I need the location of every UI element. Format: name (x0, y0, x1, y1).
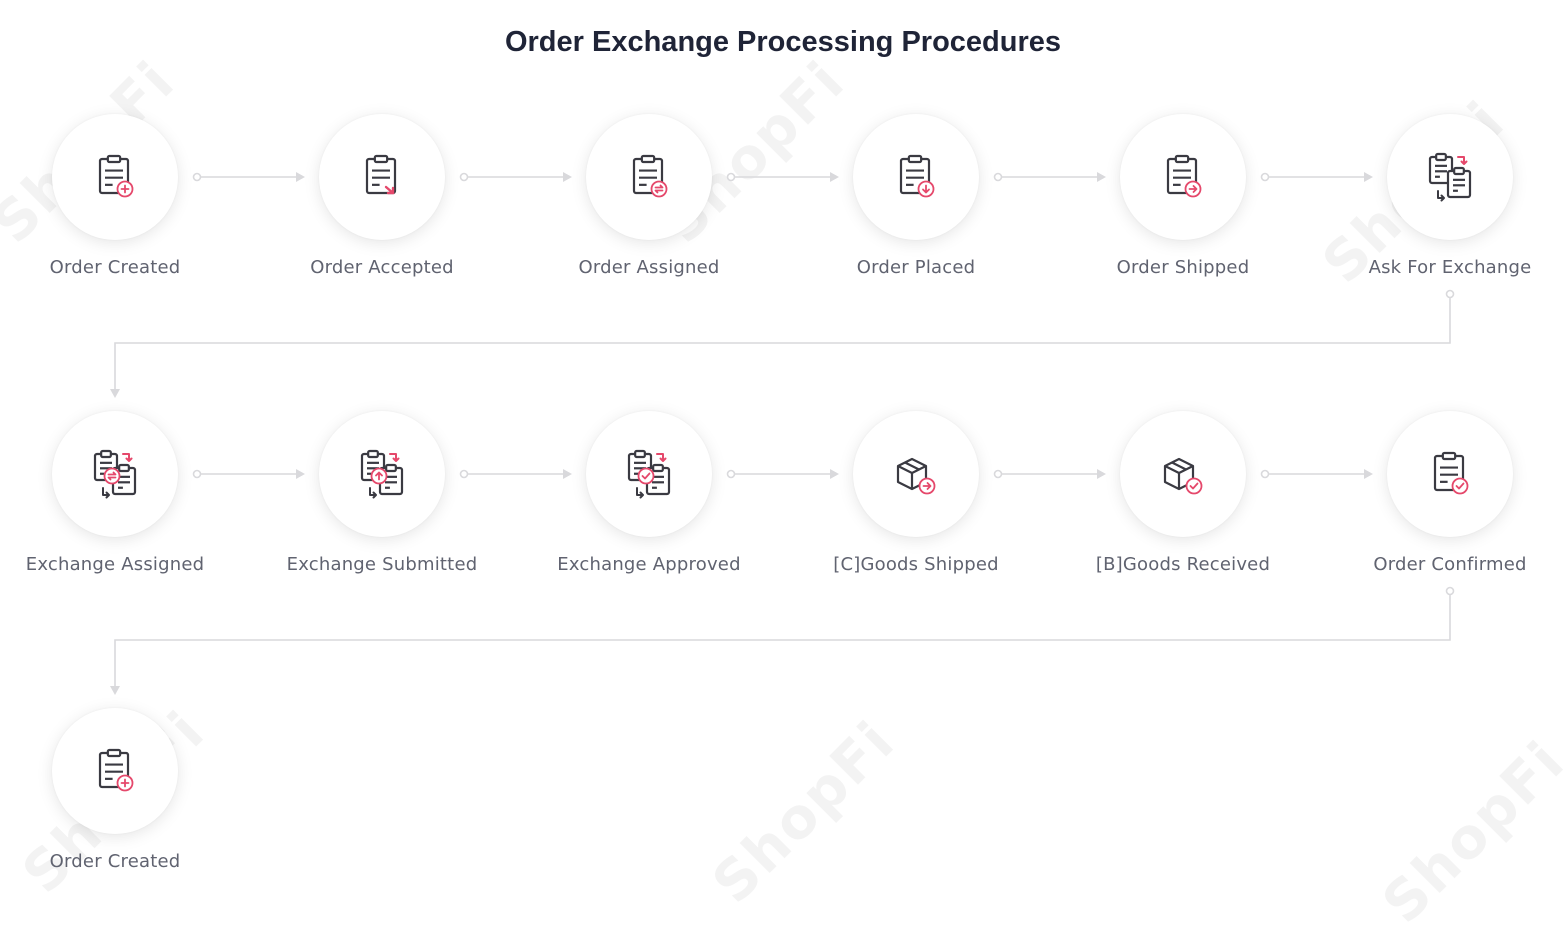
step-icon-circle (1120, 114, 1246, 240)
step-icon-circle (586, 114, 712, 240)
step-icon-circle (319, 114, 445, 240)
arrow-head (830, 469, 839, 479)
connector-start-dot (1260, 469, 1270, 479)
connector-start-dot (726, 172, 736, 182)
step-label: Order Created (49, 257, 181, 278)
page-title: Order Exchange Processing Procedures (504, 26, 1062, 58)
step-label: Exchange Approved (557, 554, 741, 575)
exchange-check-icon (621, 446, 677, 502)
clipboard-check-icon (1422, 446, 1478, 502)
exchange-upload-icon (354, 446, 410, 502)
arrow-head (296, 469, 305, 479)
step-label: Exchange Assigned (25, 554, 205, 575)
connector-start-dot (1445, 586, 1455, 596)
connector-start-dot (192, 172, 202, 182)
step-label: Order Confirmed (1373, 554, 1527, 575)
arrow-head (563, 469, 572, 479)
clipboard-down-icon (888, 149, 944, 205)
step-icon-circle (1387, 114, 1513, 240)
box-check-icon (1155, 446, 1211, 502)
step-label: [C]Goods Shipped (833, 554, 999, 575)
step-label: Ask For Exchange (1368, 257, 1532, 278)
step-icon-circle (853, 411, 979, 537)
arrow-head (296, 172, 305, 182)
connector-start-dot (993, 172, 1003, 182)
clipboard-right-icon (1155, 149, 1211, 205)
step-icon-circle (853, 114, 979, 240)
connector-start-dot (993, 469, 1003, 479)
clipboard-arrow-icon (354, 149, 410, 205)
step-icon-circle (52, 411, 178, 537)
step-icon-circle (52, 114, 178, 240)
arrow-head (830, 172, 839, 182)
arrow-head (1097, 172, 1106, 182)
exchange-clipboards-icon (1422, 149, 1478, 205)
connector-wrap-line (114, 594, 1451, 687)
box-right-icon (888, 446, 944, 502)
step-label: Order Placed (856, 257, 976, 278)
step-icon-circle (586, 411, 712, 537)
step-icon-circle (319, 411, 445, 537)
connector-start-dot (1445, 289, 1455, 299)
connector-wrap-line (114, 297, 1451, 390)
exchange-swap-icon (87, 446, 143, 502)
step-label: Order Accepted (310, 257, 454, 278)
arrow-head (1364, 469, 1373, 479)
clipboard-plus-icon (87, 149, 143, 205)
arrow-head (110, 686, 120, 695)
step-icon-circle (52, 708, 178, 834)
arrow-head (110, 389, 120, 398)
arrow-head (1097, 469, 1106, 479)
connector-start-dot (192, 469, 202, 479)
step-label: Exchange Submitted (286, 554, 478, 575)
step-icon-circle (1120, 411, 1246, 537)
step-label: Order Shipped (1116, 257, 1250, 278)
arrow-head (563, 172, 572, 182)
connector-start-dot (1260, 172, 1270, 182)
step-label: Order Assigned (578, 257, 720, 278)
connector-start-dot (726, 469, 736, 479)
arrow-head (1364, 172, 1373, 182)
connector-start-dot (459, 172, 469, 182)
clipboard-swap-icon (621, 149, 677, 205)
step-label: Order Created (49, 851, 181, 872)
flow-connectors (110, 172, 1455, 695)
connector-start-dot (459, 469, 469, 479)
step-icon-circle (1387, 411, 1513, 537)
clipboard-plus-icon (87, 743, 143, 799)
step-label: [B]Goods Received (1095, 554, 1271, 575)
